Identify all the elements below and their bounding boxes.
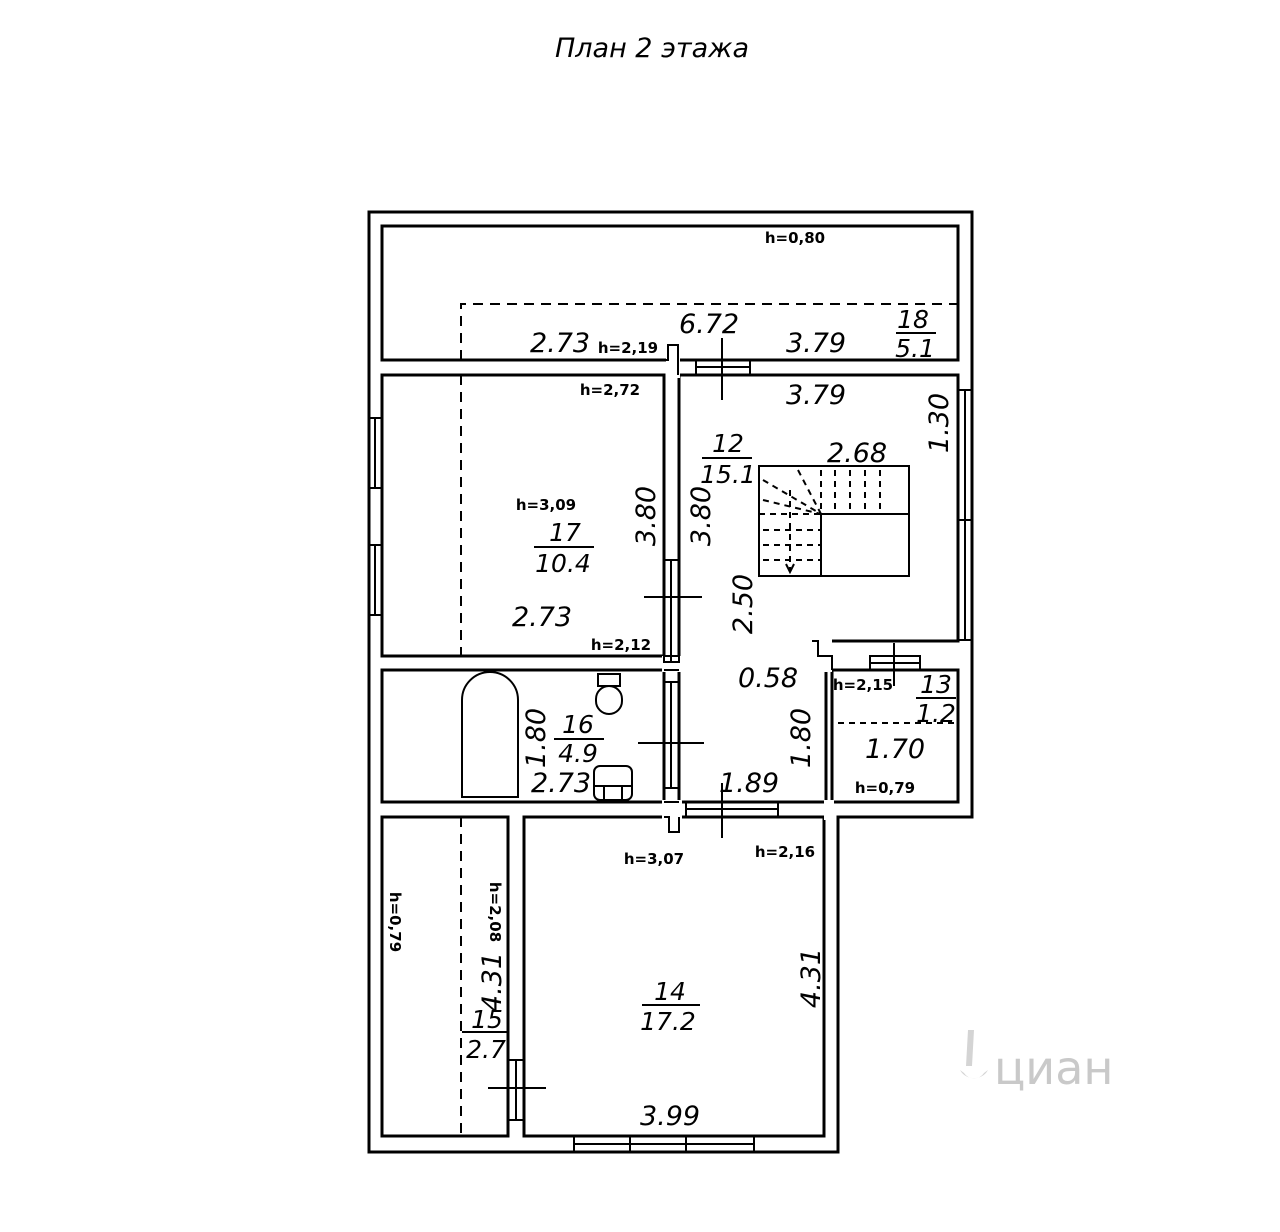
svg-text:0.58: 0.58 <box>738 663 798 694</box>
svg-text:h=2,08: h=2,08 <box>486 882 504 942</box>
svg-text:4.9: 4.9 <box>558 739 598 768</box>
svg-text:4.31: 4.31 <box>477 952 508 1012</box>
plan-title: План 2 этажа <box>555 33 749 64</box>
door-jambs <box>664 344 833 833</box>
room-17-walls <box>380 373 666 658</box>
watermark: циан <box>960 1030 1113 1095</box>
svg-text:14: 14 <box>654 977 686 1006</box>
svg-text:h=3,07: h=3,07 <box>624 850 684 868</box>
svg-text:2.73: 2.73 <box>531 768 591 799</box>
svg-text:17: 17 <box>549 518 581 547</box>
svg-text:1.30: 1.30 <box>924 393 955 453</box>
svg-text:3.99: 3.99 <box>640 1101 700 1132</box>
bathtub <box>461 671 519 798</box>
washing-machine <box>593 765 633 801</box>
svg-text:1.89: 1.89 <box>719 768 779 799</box>
svg-text:2.7: 2.7 <box>466 1035 506 1064</box>
svg-text:3.79: 3.79 <box>786 380 846 411</box>
svg-text:2.68: 2.68 <box>827 438 887 469</box>
windows <box>368 359 973 1153</box>
room-14-label: 14 17.2 <box>640 977 700 1036</box>
room-13-label: 13 1.2 <box>916 670 956 728</box>
svg-text:1.70: 1.70 <box>865 734 925 765</box>
svg-text:1.80: 1.80 <box>786 708 817 768</box>
svg-text:12: 12 <box>712 429 744 458</box>
svg-text:13: 13 <box>920 670 952 699</box>
svg-text:h=2,12: h=2,12 <box>591 636 651 654</box>
staircase <box>758 465 910 577</box>
svg-text:1.80: 1.80 <box>521 708 552 768</box>
svg-text:18: 18 <box>897 305 929 334</box>
outer-wall <box>367 210 974 1154</box>
svg-text:3.79: 3.79 <box>786 328 846 359</box>
svg-text:h=3,09: h=3,09 <box>516 496 576 514</box>
svg-text:10.4: 10.4 <box>535 549 591 578</box>
svg-text:2.73: 2.73 <box>512 602 572 633</box>
svg-text:циан: циан <box>994 1041 1113 1095</box>
toilet <box>595 673 623 715</box>
svg-text:2.50: 2.50 <box>728 574 759 634</box>
svg-text:16: 16 <box>562 710 594 739</box>
svg-text:2.73: 2.73 <box>530 328 590 359</box>
room-15-walls <box>380 815 510 1138</box>
svg-text:h=2,19: h=2,19 <box>598 339 658 357</box>
height-labels: h=0,80 h=2,19 h=2,72 h=3,09 h=2,12 h=2,1… <box>386 229 915 952</box>
svg-text:17.2: 17.2 <box>640 1007 696 1036</box>
opening-markers <box>488 338 895 1089</box>
room-18-label: 18 5.1 <box>895 305 936 363</box>
svg-text:h=0,80: h=0,80 <box>765 229 825 247</box>
svg-text:h=2,16: h=2,16 <box>755 843 815 861</box>
svg-text:3.80: 3.80 <box>631 486 662 546</box>
watermark-logo-icon <box>960 1030 988 1079</box>
room-17-label: 17 10.4 <box>534 518 594 578</box>
room-18-dashed-outline <box>460 303 958 360</box>
svg-text:15: 15 <box>471 1005 503 1034</box>
room-16-label: 16 4.9 <box>554 710 604 768</box>
svg-text:6.72: 6.72 <box>679 309 739 340</box>
svg-text:3.80: 3.80 <box>686 486 717 546</box>
svg-text:5.1: 5.1 <box>895 334 935 363</box>
svg-text:1.2: 1.2 <box>916 699 956 728</box>
room-15-label: 15 2.7 <box>462 1005 508 1064</box>
svg-text:4.31: 4.31 <box>796 948 827 1008</box>
room-12-label: 12 15.1 <box>700 429 756 489</box>
svg-text:h=2,15: h=2,15 <box>833 676 893 694</box>
svg-text:15.1: 15.1 <box>700 460 756 489</box>
svg-text:h=2,72: h=2,72 <box>580 381 640 399</box>
svg-text:h=0,79: h=0,79 <box>855 779 915 797</box>
svg-text:h=0,79: h=0,79 <box>386 892 404 952</box>
dimension-labels: 2.73 6.72 3.79 3.79 1.30 2.68 3.80 3.80 … <box>477 309 955 1132</box>
room-18-walls <box>380 224 960 362</box>
